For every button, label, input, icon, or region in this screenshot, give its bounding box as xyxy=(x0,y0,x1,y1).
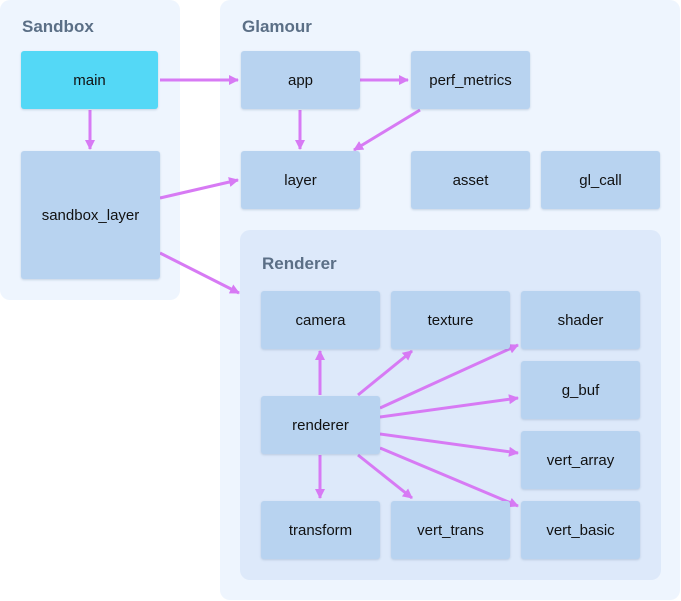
glamour-group-title: Glamour xyxy=(242,17,312,36)
node-vert-basic[interactable]: vert_basic xyxy=(521,501,640,559)
node-camera[interactable]: camera xyxy=(261,291,380,349)
node-renderer[interactable]: renderer xyxy=(261,396,380,454)
node-sandbox-layer[interactable]: sandbox_layer xyxy=(21,151,160,279)
node-texture[interactable]: texture xyxy=(391,291,510,349)
node-g-buf[interactable]: g_buf xyxy=(521,361,640,419)
node-main[interactable]: main xyxy=(21,51,158,109)
node-app[interactable]: app xyxy=(241,51,360,109)
renderer-group-title: Renderer xyxy=(262,254,337,273)
node-transform[interactable]: transform xyxy=(261,501,380,559)
node-vert-trans[interactable]: vert_trans xyxy=(391,501,510,559)
node-shader[interactable]: shader xyxy=(521,291,640,349)
node-perf-metrics[interactable]: perf_metrics xyxy=(411,51,530,109)
node-asset[interactable]: asset xyxy=(411,151,530,209)
node-gl-call[interactable]: gl_call xyxy=(541,151,660,209)
sandbox-group-title: Sandbox xyxy=(22,17,94,36)
node-vert-array[interactable]: vert_array xyxy=(521,431,640,489)
node-layer[interactable]: layer xyxy=(241,151,360,209)
